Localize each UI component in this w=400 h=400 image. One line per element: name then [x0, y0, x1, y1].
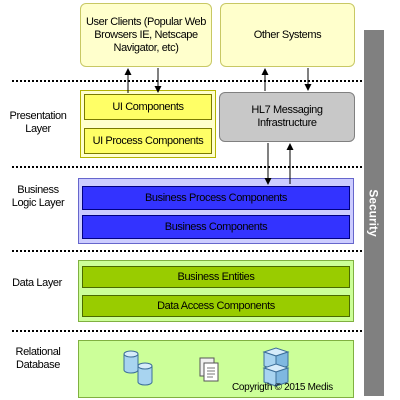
- hl7-messaging-box: HL7 Messaging Infrastructure: [219, 92, 355, 142]
- documents-icon: [199, 357, 219, 382]
- user-clients-box: User Clients (Popular Web Browsers IE, N…: [80, 3, 212, 67]
- copyright-text: Copyrigth © 2015 Medis: [232, 382, 333, 393]
- other-systems-label: Other Systems: [253, 28, 322, 41]
- ui-components-box: UI Components: [84, 94, 212, 120]
- ui-process-components-box: UI Process Components: [84, 128, 212, 154]
- data-access-components-label: Data Access Components: [157, 299, 275, 312]
- separator-presentation: [12, 166, 362, 168]
- server-cubes-icon: [262, 347, 290, 387]
- business-process-components-box: Business Process Components: [82, 186, 350, 210]
- business-entities-box: Business Entities: [82, 266, 350, 288]
- separator-business: [12, 250, 362, 252]
- ui-process-components-label: UI Process Components: [92, 134, 204, 147]
- relational-database-label: Relational Database: [15, 346, 61, 371]
- business-logic-layer-label: Business Logic Layer: [11, 184, 65, 209]
- hl7-messaging-label: HL7 Messaging Infrastructure: [251, 104, 323, 129]
- other-systems-box: Other Systems: [220, 3, 355, 67]
- presentation-layer-label: Presentation Layer: [9, 110, 67, 135]
- business-process-components-label: Business Process Components: [144, 191, 288, 204]
- user-clients-label: User Clients (Popular Web Browsers IE, N…: [85, 15, 206, 54]
- business-entities-label: Business Entities: [177, 270, 255, 283]
- business-components-label: Business Components: [164, 220, 268, 233]
- ui-components-label: UI Components: [112, 100, 184, 113]
- data-layer-label: Data Layer: [12, 277, 62, 289]
- database-cylinders-icon: [123, 350, 153, 386]
- data-access-components-box: Data Access Components: [82, 295, 350, 317]
- separator-data: [12, 330, 362, 332]
- separator-top: [12, 80, 362, 82]
- business-components-box: Business Components: [82, 215, 350, 239]
- security-bar: [364, 30, 384, 396]
